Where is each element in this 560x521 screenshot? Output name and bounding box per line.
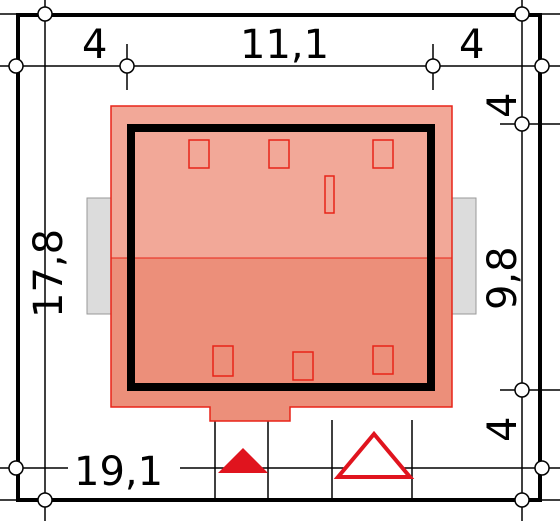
chimney bbox=[324, 175, 335, 214]
skylight bbox=[372, 139, 394, 169]
side-annex-right bbox=[451, 197, 477, 315]
dim-bottom-left: 19,1 bbox=[74, 449, 163, 495]
entrance-arrow-outline-icon bbox=[333, 430, 415, 479]
dim-top-right: 4 bbox=[459, 22, 484, 68]
north-arrow-filled-icon bbox=[218, 448, 268, 473]
side-annex-left bbox=[86, 197, 112, 315]
skylight bbox=[292, 351, 314, 381]
dim-right-middle: 9,8 bbox=[480, 246, 526, 310]
label-backing bbox=[68, 452, 180, 486]
dim-top-left: 4 bbox=[82, 22, 107, 68]
dimension-markers bbox=[8, 6, 550, 508]
skylight bbox=[372, 345, 394, 375]
building-walls bbox=[127, 124, 435, 391]
roof-outline bbox=[110, 105, 453, 422]
dim-left-vertical: 17,8 bbox=[26, 229, 72, 318]
roof-lower-slope bbox=[111, 258, 452, 407]
dim-top-center: 11,1 bbox=[240, 22, 329, 68]
roof bbox=[110, 105, 453, 422]
entrance-porch bbox=[210, 407, 290, 421]
skylight bbox=[212, 345, 234, 377]
skylights bbox=[188, 139, 394, 381]
dim-right-top: 4 bbox=[480, 93, 526, 118]
dim-right-bottom: 4 bbox=[480, 417, 526, 442]
skylight bbox=[268, 139, 290, 169]
skylight bbox=[188, 139, 210, 169]
